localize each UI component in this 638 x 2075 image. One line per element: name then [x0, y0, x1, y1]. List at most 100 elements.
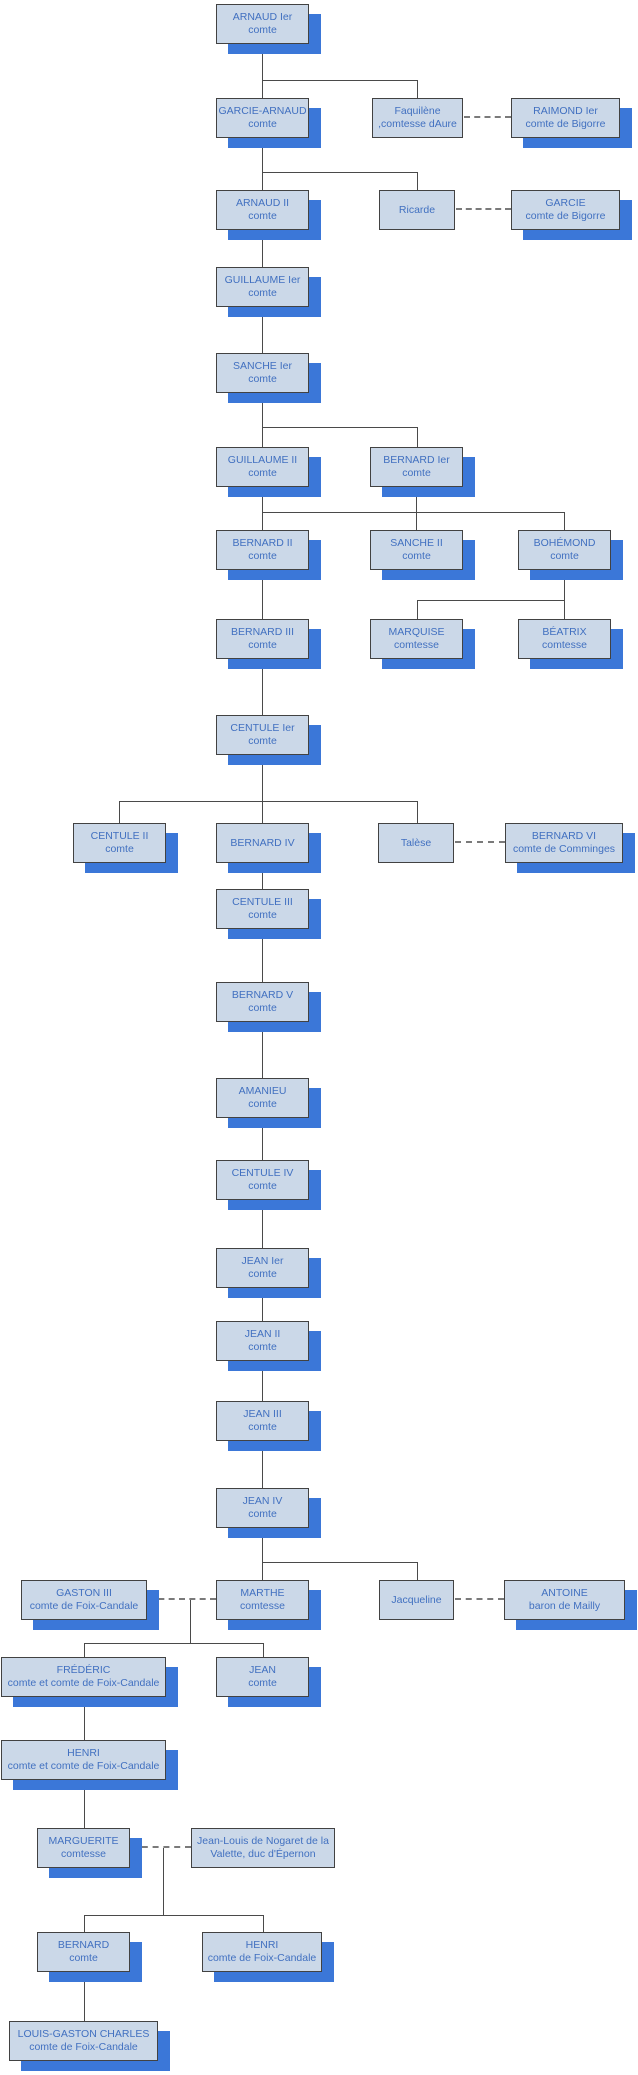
person-box-talese[interactable]: Talèse	[378, 823, 454, 863]
person-name: MARQUISE	[388, 626, 445, 638]
person-name: ARNAUD II	[235, 197, 290, 209]
person-title: comte	[248, 1180, 277, 1192]
descent-line-vertical	[262, 80, 263, 98]
person-title: comte	[402, 467, 431, 479]
person-name: SANCHE II	[390, 537, 443, 549]
person-name: CENTULE II	[90, 830, 149, 842]
person-name: Jacqueline	[391, 1593, 442, 1606]
person-name: GARCIE	[545, 197, 586, 209]
marriage-dashed-line	[455, 1598, 504, 1600]
person-title: comte	[248, 1677, 277, 1689]
person-title: comte de Foix-Candale	[29, 1600, 139, 1612]
descent-line-vertical	[262, 1022, 263, 1078]
person-box-bernard-4[interactable]: BERNARD IV	[216, 823, 309, 863]
person-name: BÉATRIX	[542, 626, 587, 638]
person-name: Jean-Louis de Nogaret de la	[197, 1835, 329, 1847]
person-title: comte	[248, 467, 277, 479]
person-title: comtesse	[394, 639, 439, 651]
descent-line-horizontal	[84, 1643, 263, 1644]
person-title: comte	[550, 550, 579, 562]
person-box-ricarde[interactable]: Ricarde	[379, 190, 455, 230]
person-title: comte	[248, 373, 277, 385]
person-name: GUILLAUME II	[227, 454, 298, 466]
descent-line-horizontal	[119, 801, 417, 802]
person-name: AMANIEU	[238, 1085, 287, 1097]
person-name: FRÉDÉRIC	[56, 1664, 111, 1676]
descent-line-vertical	[262, 755, 263, 801]
descent-line-vertical	[417, 1562, 418, 1580]
person-title: comte	[248, 118, 277, 130]
person-name: BERNARD V	[231, 989, 294, 1001]
person-title: comte	[402, 550, 431, 562]
person-box-faquilene[interactable]: Faquilène,comtesse dAure	[372, 98, 463, 138]
descent-line-vertical	[84, 1697, 85, 1740]
person-name: BOHÉMOND	[533, 537, 596, 549]
person-name: Talèse	[400, 836, 432, 849]
person-title: comtesse	[61, 1848, 106, 1860]
person-title: comte	[248, 210, 277, 222]
person-name: JEAN II	[244, 1328, 281, 1340]
descent-line-horizontal	[262, 80, 418, 81]
marriage-dashed-line	[456, 208, 511, 210]
descent-line-vertical	[262, 138, 263, 172]
marriage-dashed-line	[455, 841, 505, 843]
person-name: JEAN Ier	[241, 1255, 284, 1267]
person-title: comte de Foix-Candale	[207, 1952, 317, 1964]
person-name: BERNARD II	[232, 537, 293, 549]
person-name: BERNARD Ier	[383, 454, 450, 466]
descent-line-horizontal	[262, 512, 565, 513]
descent-line-vertical	[262, 863, 263, 889]
descent-line-vertical	[119, 801, 120, 823]
descent-line-vertical	[262, 172, 263, 190]
descent-line-vertical	[262, 427, 263, 447]
person-name: BERNARD VI	[531, 830, 597, 842]
person-name: ARNAUD Ier	[232, 11, 293, 23]
person-title: Valette, duc d'Épernon	[210, 1848, 316, 1860]
descent-line-horizontal	[262, 172, 418, 173]
descent-line-vertical	[262, 1361, 263, 1401]
person-box-jacqueline[interactable]: Jacqueline	[379, 1580, 454, 1620]
person-name: BERNARD IV	[230, 836, 295, 849]
descent-line-vertical	[416, 487, 417, 512]
person-name: ANTOINE	[541, 1587, 588, 1599]
descent-line-vertical	[262, 512, 263, 530]
marriage-dashed-line	[148, 1598, 216, 1600]
